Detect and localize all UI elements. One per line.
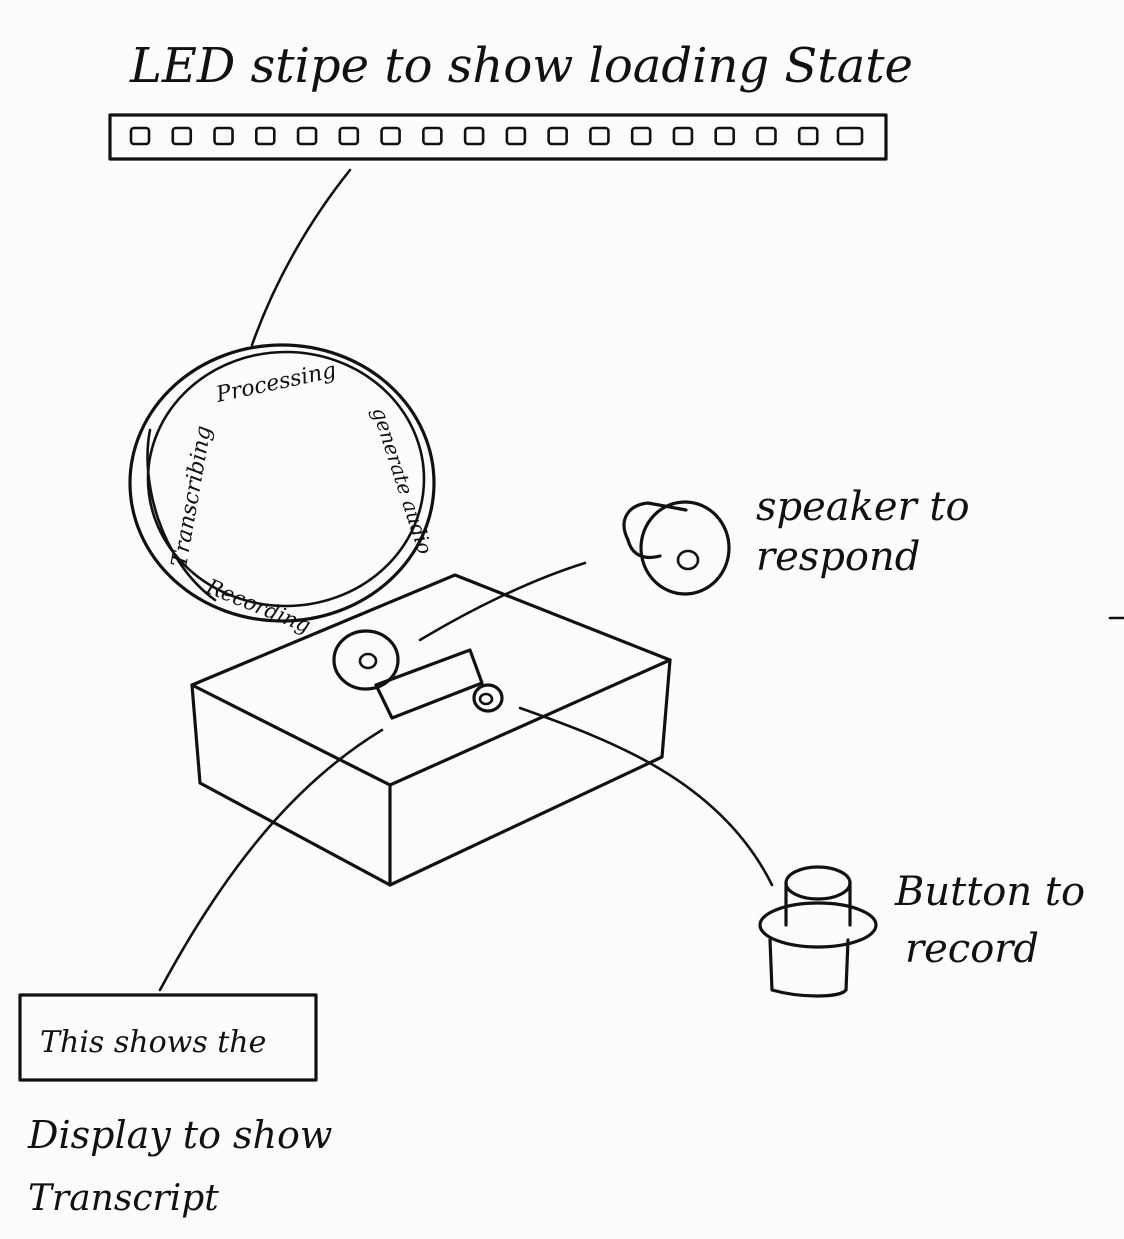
led-cell — [756, 126, 777, 146]
led-cell — [213, 126, 234, 146]
speaker-cone — [639, 500, 731, 596]
button-label-line1: Button to — [894, 869, 1085, 915]
display-label-line1: Display to show — [27, 1113, 332, 1157]
ring-label-processing: Processing — [213, 358, 338, 408]
speaker-label-line2: respond — [756, 534, 920, 580]
button-base-top — [758, 901, 878, 949]
ring-label-transcribing: Transcribing — [167, 424, 216, 569]
speaker-label-line1: speaker to — [756, 484, 970, 530]
led-cell — [296, 126, 318, 146]
led-ring-edge — [146, 428, 217, 602]
button-label-line2: record — [905, 926, 1039, 972]
led-title: LED stipe to show loading State — [129, 38, 913, 94]
led-cell — [380, 126, 401, 146]
led-cell — [171, 126, 193, 146]
display-label-line2: Transcript — [28, 1178, 219, 1219]
box-speaker-center — [358, 652, 378, 670]
led-cell — [672, 126, 694, 146]
display-callout-box — [18, 993, 318, 1082]
led-strip — [108, 113, 888, 161]
speaker-illustration — [622, 500, 731, 596]
led-cell — [129, 126, 151, 146]
box-display — [374, 648, 484, 720]
speaker-connector-line — [418, 561, 587, 642]
led-cell — [797, 126, 819, 146]
display-callout-text: This shows the — [40, 1025, 266, 1060]
led-cells — [129, 126, 864, 146]
led-cell — [547, 126, 568, 146]
box-button — [472, 683, 504, 713]
box-speaker — [332, 629, 400, 691]
box-right-side — [388, 658, 672, 887]
led-cell — [836, 126, 864, 146]
led-cell — [463, 126, 485, 146]
speaker-back-lower — [626, 538, 662, 560]
led-cell — [630, 126, 652, 146]
led-cell — [254, 126, 276, 146]
button-cap-sides — [784, 881, 852, 927]
device-box — [190, 573, 672, 887]
speaker-back — [622, 501, 688, 542]
box-left-side — [190, 683, 392, 887]
ring-label-generate-audio: generate audio — [367, 404, 437, 557]
led-ring-outer — [128, 343, 436, 623]
display-connector-line — [158, 728, 384, 992]
button-connector-line — [518, 706, 774, 887]
led-cell — [714, 126, 736, 146]
led-connector-line — [250, 168, 352, 347]
box-button-center — [478, 692, 494, 706]
led-cell — [422, 126, 443, 146]
led-cell — [338, 126, 360, 146]
led-cell — [505, 126, 527, 146]
button-cap-top — [784, 865, 852, 901]
speaker-center — [676, 549, 700, 571]
button-base — [768, 938, 850, 998]
button-illustration — [758, 865, 878, 998]
led-cell — [589, 126, 610, 146]
